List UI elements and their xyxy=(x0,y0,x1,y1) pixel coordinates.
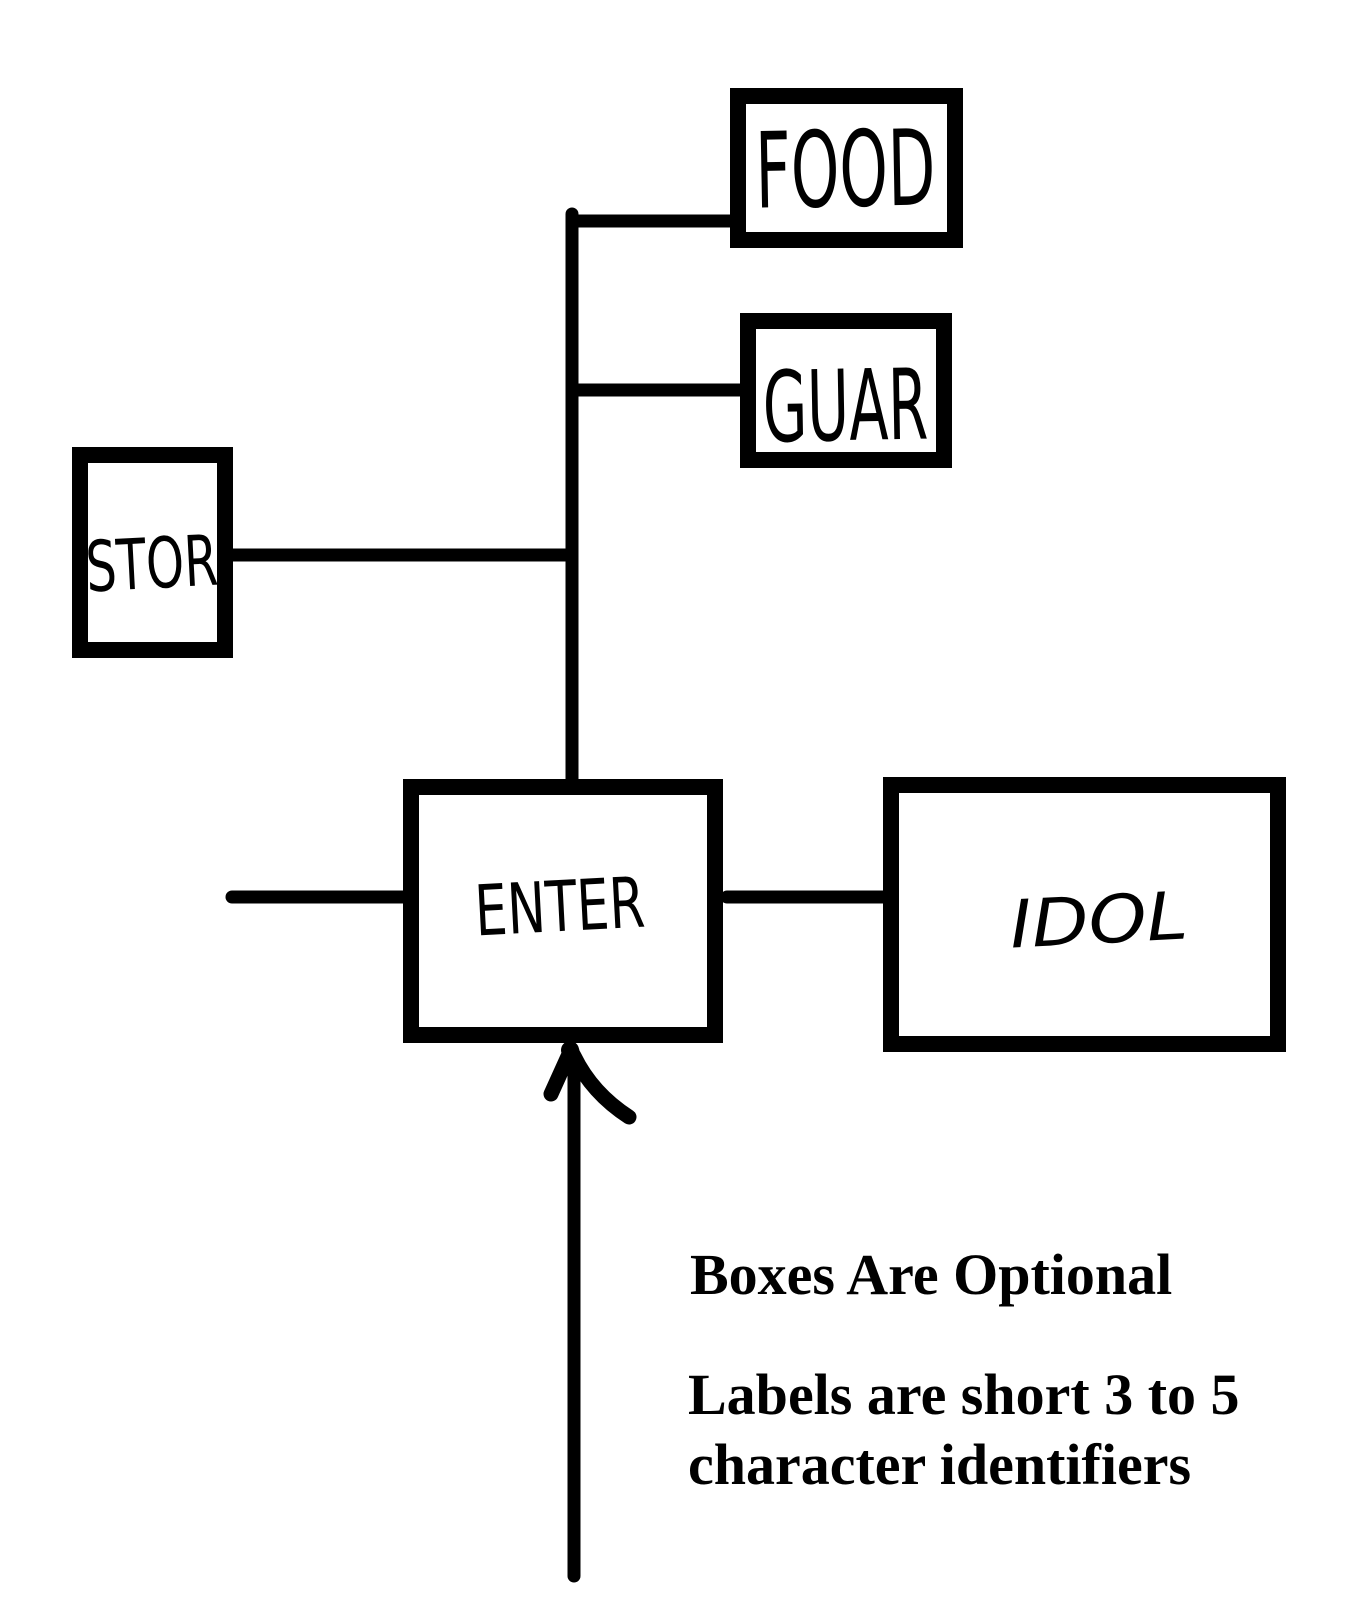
box-stor-outline xyxy=(72,447,233,658)
connector-lines xyxy=(223,207,893,904)
box-guar: GUAR xyxy=(740,313,952,468)
note-labels-line1: Labels are short 3 to 5 xyxy=(688,1362,1240,1427)
box-idol-outline xyxy=(883,777,1286,1052)
box-guar-outline xyxy=(740,313,952,468)
box-enter: ENTER xyxy=(403,779,723,1043)
box-enter-label: ENTER xyxy=(473,862,647,953)
up-arrow-icon xyxy=(543,1041,637,1583)
box-guar-label: GUAR xyxy=(762,349,929,466)
note-labels-line2: character identifiers xyxy=(688,1432,1192,1497)
arrow-head-right-wing xyxy=(566,1048,637,1125)
note-labels: Labels are short 3 to 5 character identi… xyxy=(688,1360,1240,1500)
box-stor: STOR xyxy=(72,447,233,658)
box-idol-label: IDOL xyxy=(1008,877,1190,963)
note-boxes-optional: Boxes Are Optional xyxy=(690,1242,1173,1307)
box-food: FOOD xyxy=(730,88,963,248)
box-idol: IDOL xyxy=(883,777,1286,1052)
box-stor-label: STOR xyxy=(84,520,220,609)
box-enter-outline xyxy=(403,779,723,1043)
box-food-outline xyxy=(730,88,963,248)
box-food-label: FOOD xyxy=(754,107,936,232)
